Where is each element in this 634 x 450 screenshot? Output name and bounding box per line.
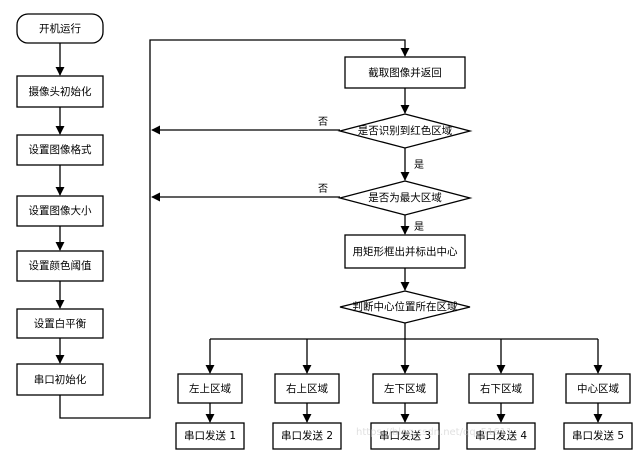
region-top-right-box <box>274 373 340 404</box>
send-5-label: 串口发送 5 <box>572 429 624 442</box>
start-terminal <box>16 13 104 44</box>
capture-label: 截取图像并返回 <box>368 66 442 79</box>
region-top-left-box <box>177 373 243 404</box>
region-bottom-right-label: 右下区域 <box>480 382 522 395</box>
region-bottom-left-label: 左下区域 <box>384 382 426 395</box>
send-2-label: 串口发送 2 <box>281 429 333 442</box>
capture-box <box>344 56 466 89</box>
set-wb-label: 设置白平衡 <box>34 317 87 330</box>
check-max-label: 是否为最大区域 <box>368 191 442 204</box>
send-4-label: 串口发送 4 <box>475 429 527 442</box>
check-red-diamond <box>337 113 473 149</box>
set-format-label: 设置图像格式 <box>29 143 92 156</box>
check-max-diamond <box>337 180 473 216</box>
edge-uart-capture <box>59 39 410 419</box>
set-format-box <box>16 134 104 166</box>
uart-init-label: 串口初始化 <box>34 373 87 386</box>
connectors <box>55 39 603 423</box>
watermark-text: https://blog.csdn.net/qq_51611 <box>356 427 512 438</box>
send-3-label: 串口发送 3 <box>379 429 431 442</box>
region-top-left-label: 左上区域 <box>189 382 231 395</box>
send-1-label: 串口发送 1 <box>184 429 236 442</box>
yes-max-label: 是 <box>414 221 424 233</box>
no-red-label: 否 <box>318 116 328 128</box>
mark-center-label: 用矩形框出并标出中心 <box>353 245 458 258</box>
send-2-box <box>272 422 342 450</box>
set-threshold-label: 设置颜色阈值 <box>29 259 92 272</box>
send-3-box <box>370 422 440 450</box>
no-max-label: 否 <box>318 183 328 195</box>
judge-region-label: 判断中心位置所在区域 <box>353 300 458 313</box>
check-red-label: 是否识别到红色区域 <box>358 124 453 137</box>
region-bottom-left-box <box>372 373 438 404</box>
camera-init-label: 摄像头初始化 <box>29 85 92 98</box>
judge-region-diamond <box>339 290 471 324</box>
yes-red-label: 是 <box>414 159 424 171</box>
region-center-label: 中心区域 <box>577 382 619 395</box>
region-top-right-label: 右上区域 <box>286 382 328 395</box>
uart-init-box <box>16 363 104 396</box>
send-5-box <box>563 422 633 450</box>
camera-init-box <box>16 75 104 108</box>
send-1-box <box>175 422 245 450</box>
set-wb-box <box>16 308 104 339</box>
set-size-label: 设置图像大小 <box>29 204 92 217</box>
mark-center-box <box>344 234 466 269</box>
region-bottom-right-box <box>468 373 534 404</box>
set-size-box <box>16 195 104 227</box>
region-center-box <box>565 373 631 404</box>
send-4-box <box>466 422 536 450</box>
nodes <box>16 13 633 450</box>
start-label: 开机运行 <box>39 22 81 35</box>
set-threshold-box <box>16 250 104 282</box>
